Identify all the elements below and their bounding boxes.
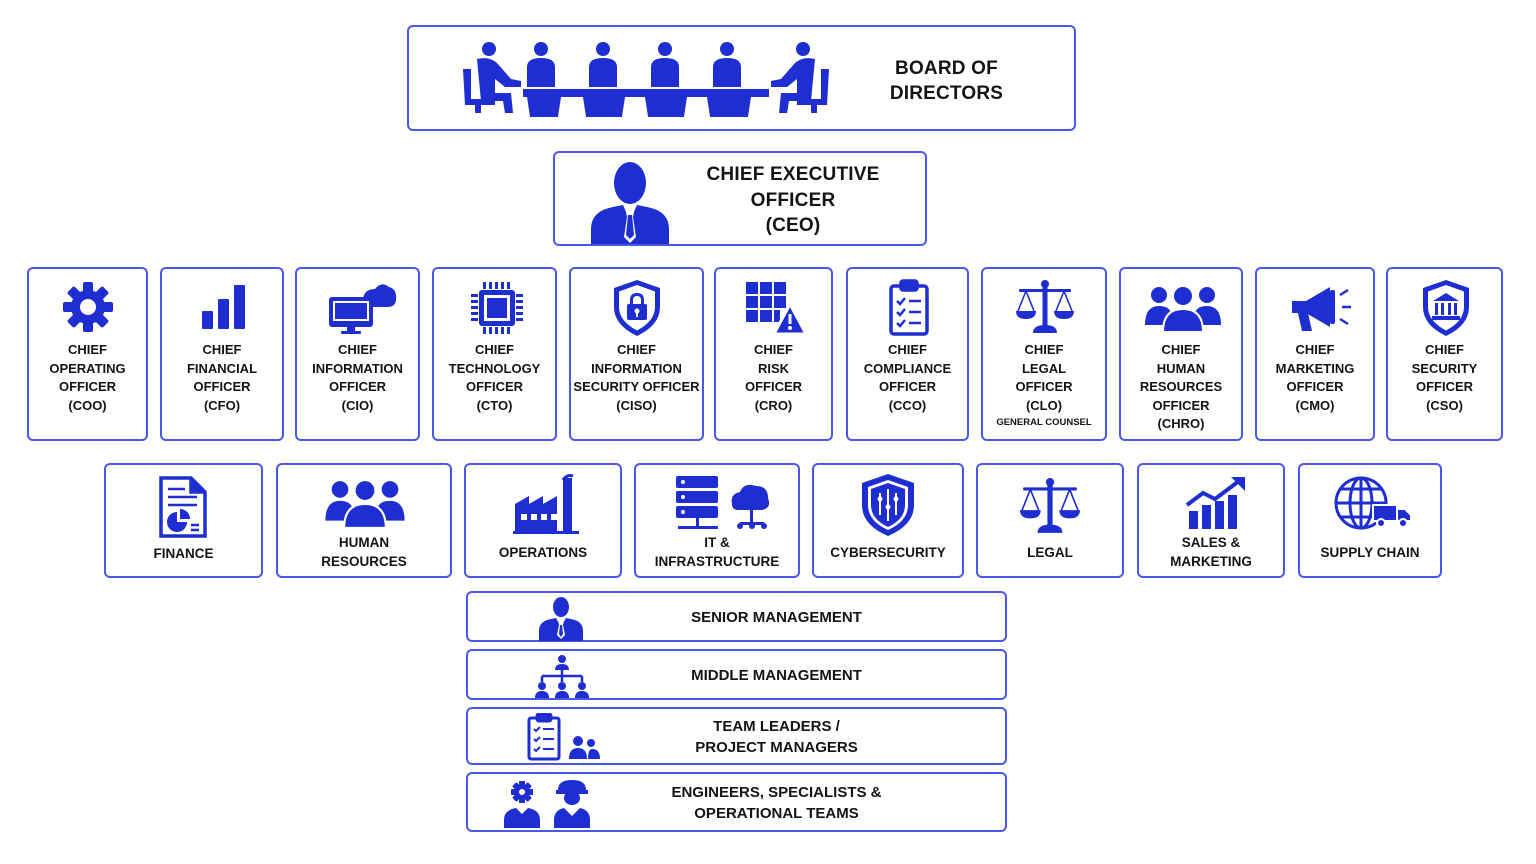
- level-label: ENGINEERS, SPECIALISTS &OPERATIONAL TEAM…: [671, 784, 882, 822]
- scales-of-justice-icon: [1015, 279, 1075, 337]
- department-label: IT &INFRASTRUCTURE: [654, 535, 780, 569]
- boardroom-meeting-icon: [461, 39, 831, 117]
- level-engineers-specialists: ENGINEERS, SPECIALISTS &OPERATIONAL TEAM…: [466, 772, 1007, 832]
- people-group-icon: [1145, 285, 1221, 333]
- level-label: MIDDLE MANAGEMENT: [691, 667, 862, 684]
- hierarchy-team-icon: [534, 654, 590, 698]
- department-label: LEGAL: [1027, 545, 1073, 560]
- department-card-supply-chain: SUPPLY CHAIN: [1298, 463, 1442, 578]
- people-group-icon: [324, 479, 406, 529]
- finance-document-icon: [157, 475, 209, 539]
- shield-lock-icon: [612, 279, 662, 337]
- clipboard-team-icon: [526, 713, 602, 761]
- manager-person-icon: [538, 597, 584, 641]
- monitor-cloud-icon: [327, 281, 397, 335]
- bar-chart-icon: [200, 281, 248, 331]
- department-card-operations: OPERATIONS: [464, 463, 622, 578]
- factory-icon: [513, 474, 579, 534]
- department-label: FINANCE: [153, 546, 214, 561]
- engineer-worker-icon: [500, 780, 596, 828]
- department-card-legal: LEGAL: [976, 463, 1124, 578]
- department-label: SUPPLY CHAIN: [1320, 545, 1420, 560]
- board-title: BOARD OF DIRECTORS: [889, 58, 1004, 104]
- board-of-directors-box: BOARD OF DIRECTORS: [407, 25, 1076, 131]
- growth-chart-icon: [1185, 475, 1249, 531]
- level-label: SENIOR MANAGEMENT: [691, 609, 862, 626]
- department-label: OPERATIONS: [498, 545, 588, 560]
- executive-person-icon: [589, 159, 671, 244]
- clipboard-checklist-icon: [888, 279, 930, 337]
- server-cloud-icon: [674, 474, 772, 534]
- shield-bank-icon: [1421, 279, 1471, 337]
- ceo-title: CHIEF EXECUTIVE OFFICER (CEO): [706, 164, 880, 236]
- grid-warning-icon: [746, 282, 806, 336]
- scales-of-justice-icon: [1018, 477, 1082, 537]
- level-senior-management: SENIOR MANAGEMENT: [466, 591, 1007, 642]
- megaphone-icon: [1290, 285, 1352, 335]
- department-label: CYBERSECURITY: [830, 545, 946, 560]
- level-label: TEAM LEADERS /PROJECT MANAGERS: [695, 718, 858, 756]
- level-middle-management: MIDDLE MANAGEMENT: [466, 649, 1007, 700]
- ceo-box: CHIEF EXECUTIVE OFFICER (CEO): [553, 151, 927, 246]
- department-label: SALES &MARKETING: [1170, 535, 1252, 569]
- department-card-sales-marketing: SALES &MARKETING: [1137, 463, 1285, 578]
- globe-truck-icon: [1333, 475, 1413, 535]
- shield-circuit-icon: [860, 473, 916, 537]
- c-suite-sublabel: GENERAL COUNSEL: [996, 417, 1092, 428]
- department-card-it-infrastructure: IT &INFRASTRUCTURE: [634, 463, 800, 578]
- department-card-finance: FINANCE: [104, 463, 263, 578]
- department-card-cybersecurity: CYBERSECURITY: [812, 463, 964, 578]
- microchip-icon: [469, 281, 525, 335]
- level-team-leaders: TEAM LEADERS /PROJECT MANAGERS: [466, 707, 1007, 765]
- gear-icon: [62, 281, 114, 333]
